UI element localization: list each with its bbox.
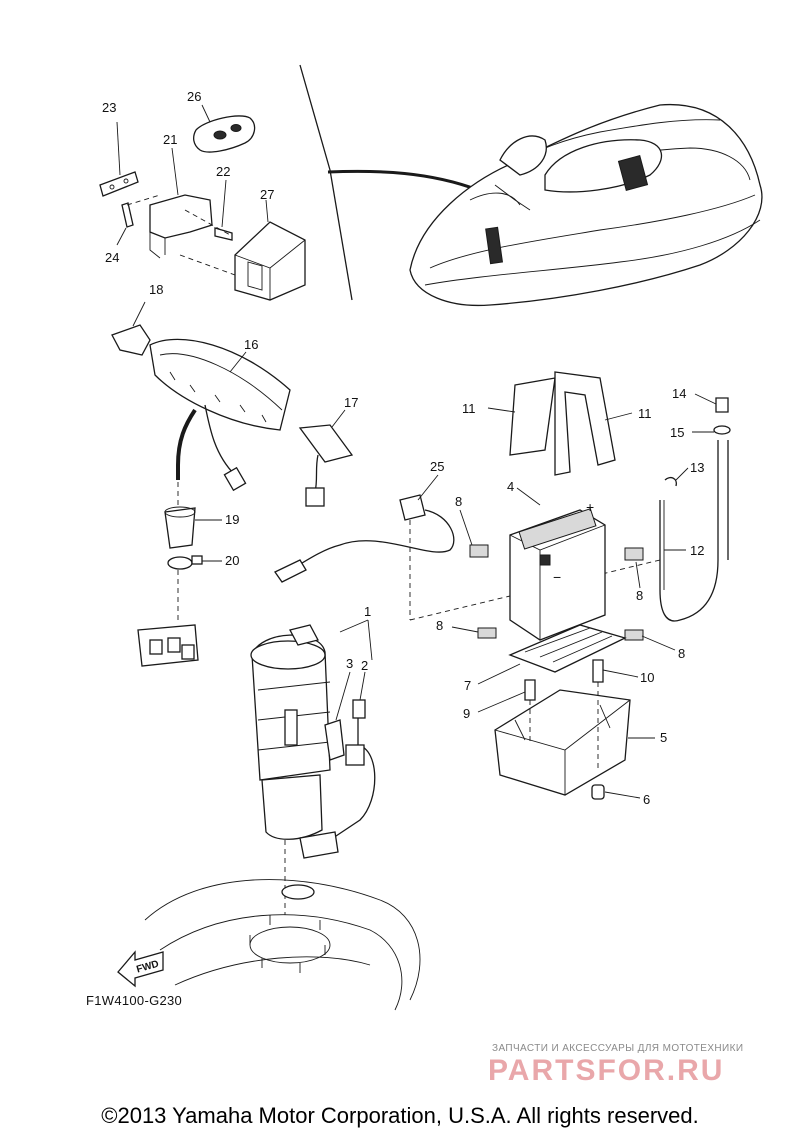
callout-8c: 8 [436,618,443,633]
callout-7: 7 [464,678,471,693]
callout-24: 24 [105,250,119,265]
watermark-logo: PARTSFOR.RU [488,1054,725,1087]
callout-2: 2 [361,658,368,673]
callout-15: 15 [670,425,684,440]
callout-8a: 8 [455,494,462,509]
callout-18: 18 [149,282,163,297]
callout-6: 6 [643,792,650,807]
watermark-subtitle: ЗАПЧАСТИ И АКСЕССУАРЫ ДЛЯ МОТОТЕХНИКИ [492,1043,744,1054]
callout-13: 13 [690,460,704,475]
battery-minus-sign: − [553,569,561,585]
callout-4: 4 [507,479,514,494]
callout-11a: 11 [462,401,476,416]
callout-25: 25 [430,459,444,474]
callout-17: 17 [344,395,358,410]
callout-23: 23 [102,100,116,115]
callout-14: 14 [672,386,686,401]
battery-assembly [451,371,676,800]
callout-8b: 8 [636,588,643,603]
callout-9: 9 [463,706,470,721]
callout-19: 19 [225,512,239,527]
copyright-notice: ©2013 Yamaha Motor Corporation, U.S.A. A… [101,1103,699,1128]
callout-21: 21 [163,132,177,147]
callout-26: 26 [187,89,201,104]
callout-16: 16 [244,337,258,352]
fuel-pump-assembly [250,619,376,915]
hull-floor [117,879,421,1011]
callout-27: 27 [260,187,274,202]
callout-22: 22 [216,164,230,179]
callout-labels: 1 2 3 4 5 6 7 8 8 8 8 9 10 11 11 12 13 1… [102,89,704,975]
callout-11b: 11 [638,406,652,421]
callout-3: 3 [346,656,353,671]
meter-assembly [111,301,354,667]
remote-bracket-assembly [99,104,306,301]
callout-8d: 8 [678,646,685,661]
diagram-code: F1W4100-G230 [86,993,183,1008]
vent-hose-assembly [659,393,731,622]
battery-plus-sign: + [586,499,594,515]
watercraft-illustration [299,64,763,307]
callout-20: 20 [225,553,239,568]
callout-5: 5 [660,730,667,745]
callout-10: 10 [640,670,654,685]
callout-1: 1 [364,604,371,619]
callout-12: 12 [690,543,704,558]
